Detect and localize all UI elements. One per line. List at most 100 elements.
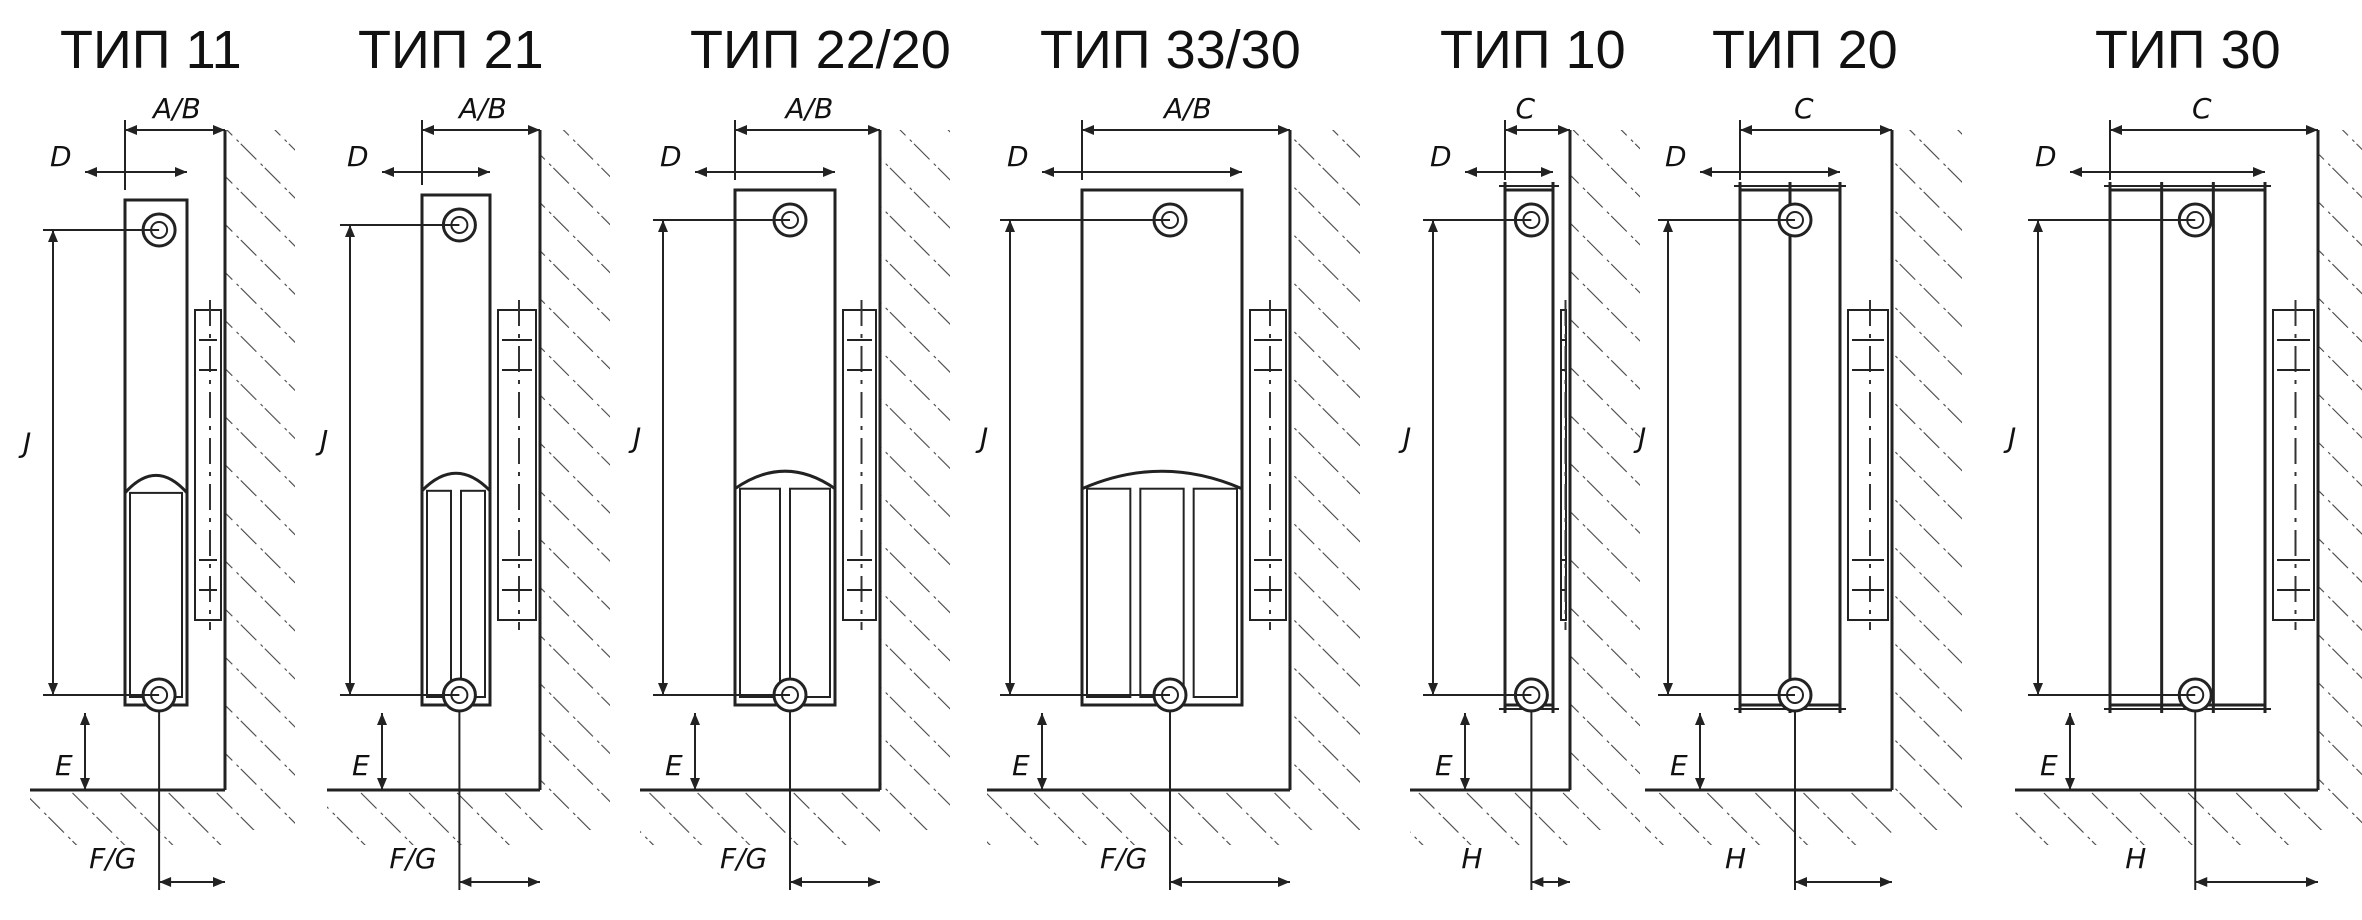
radiator-body — [2108, 188, 2267, 707]
wall-bracket — [1560, 309, 1567, 621]
width-dimension-label: C — [1794, 92, 1814, 125]
arrowhead — [1037, 778, 1047, 790]
arrowhead — [735, 125, 747, 135]
arrowhead — [1170, 877, 1182, 887]
arrowhead — [695, 167, 707, 177]
arrowhead — [1042, 167, 1054, 177]
floor-hatch — [2015, 790, 2318, 845]
cover-edge — [420, 471, 492, 492]
convector-fin — [739, 487, 781, 699]
arrowhead — [790, 877, 802, 887]
wall-hatch — [1570, 130, 1640, 830]
floor-hatch — [640, 790, 880, 845]
offset-dimension-label: E — [352, 749, 370, 782]
arrowhead — [2033, 683, 2043, 695]
wall-hatch — [880, 130, 950, 830]
wall-bracket — [497, 309, 537, 621]
arrowhead — [690, 713, 700, 725]
bottom-dimension-label: H — [1461, 842, 1482, 875]
arrowhead — [1005, 220, 1015, 232]
wall-bracket — [1249, 309, 1287, 621]
wall-hatch — [225, 130, 295, 830]
arrowhead — [422, 125, 434, 135]
radiator-body — [733, 188, 837, 707]
width-dimension-label: C — [2192, 92, 2212, 125]
radiator-body — [420, 193, 492, 707]
wall-hatch — [1290, 130, 1360, 830]
height-dimension-label: J — [628, 422, 641, 455]
arrowhead — [1428, 683, 1438, 695]
bottom-dimension-label: F/G — [389, 842, 436, 875]
arrowhead — [125, 125, 137, 135]
arrowhead — [2306, 877, 2318, 887]
offset-dimension-label: E — [1012, 749, 1030, 782]
cover-edge — [734, 469, 836, 490]
arrowhead — [1005, 683, 1015, 695]
panel-title: ТИП 30 — [2095, 20, 2281, 80]
radiator-body — [123, 198, 189, 707]
width-dimension-label: A/B — [457, 92, 507, 125]
arrowhead — [2110, 125, 2122, 135]
arrowhead — [1558, 877, 1570, 887]
arrowhead — [690, 778, 700, 790]
convector-fin — [1086, 487, 1132, 699]
arrowhead — [2065, 778, 2075, 790]
arrowhead — [1465, 167, 1477, 177]
wall-hatch — [1892, 130, 1962, 830]
arrowhead — [1460, 778, 1470, 790]
arrowhead — [377, 778, 387, 790]
arrowhead — [1695, 713, 1705, 725]
arrowhead — [478, 167, 490, 177]
arrowhead — [1695, 778, 1705, 790]
panel-title: ТИП 22/20 — [690, 20, 951, 80]
arrowhead — [80, 778, 90, 790]
height-dimension-label: J — [18, 427, 31, 460]
arrowhead — [528, 125, 540, 135]
arrowhead — [377, 713, 387, 725]
convector-fin — [426, 489, 452, 698]
width-dimension-label: C — [1516, 92, 1536, 125]
height-dimension-label: J — [1398, 422, 1411, 455]
radiator-body — [1080, 188, 1244, 707]
arrowhead — [1037, 713, 1047, 725]
floor-hatch — [1645, 790, 1892, 845]
height-dimension-label: J — [2003, 422, 2016, 455]
arrowhead — [1082, 125, 1094, 135]
arrowhead — [1278, 877, 1290, 887]
arrowhead — [1795, 877, 1807, 887]
wall-bracket — [842, 309, 877, 621]
arrowhead — [1460, 713, 1470, 725]
arrowhead — [1828, 167, 1840, 177]
arrowhead — [213, 877, 225, 887]
arrowhead — [85, 167, 97, 177]
arrowhead — [658, 683, 668, 695]
arrowhead — [2033, 220, 2043, 232]
arrowhead — [2306, 125, 2318, 135]
arrowhead — [2065, 713, 2075, 725]
arrowhead — [48, 230, 58, 242]
floor-hatch — [987, 790, 1290, 845]
cover-edge — [123, 473, 189, 494]
depth-dimension-label: D — [50, 140, 72, 173]
width-dimension-label: A/B — [1162, 92, 1212, 125]
wall-bracket — [194, 309, 222, 621]
convector-fin — [1192, 487, 1238, 699]
depth-dimension-label: D — [660, 140, 682, 173]
arrowhead — [868, 877, 880, 887]
panel-title: ТИП 11 — [60, 20, 242, 80]
arrowhead — [459, 877, 472, 887]
depth-dimension-label: D — [1665, 140, 1687, 173]
arrowhead — [1505, 125, 1517, 135]
bottom-dimension-label: F/G — [720, 842, 767, 875]
arrowhead — [345, 225, 355, 237]
convector-fin — [789, 487, 831, 699]
depth-dimension-label: D — [2035, 140, 2057, 173]
wall-hatch — [2318, 130, 2362, 830]
arrowhead — [2253, 167, 2265, 177]
arrowhead — [1230, 167, 1242, 177]
arrowhead — [1663, 683, 1673, 695]
bottom-dimension-label: F/G — [89, 842, 136, 875]
